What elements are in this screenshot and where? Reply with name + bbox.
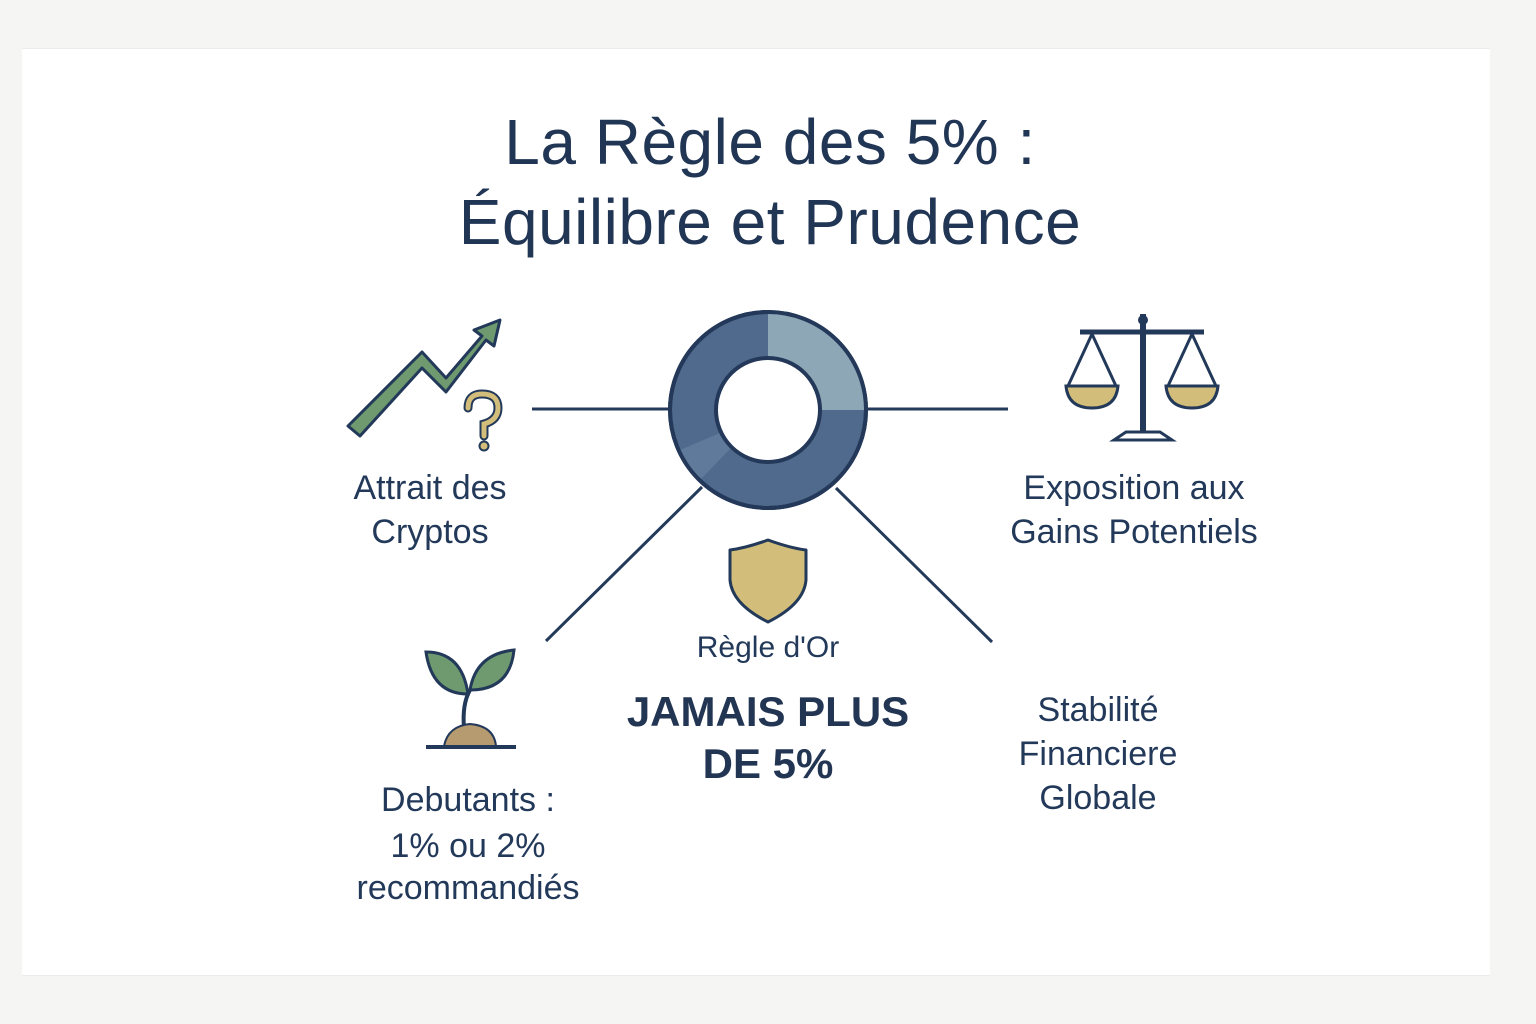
infographic-card <box>22 48 1490 976</box>
regle-headline-line-2: DE 5% <box>702 740 834 787</box>
attrait-label-line-1: Attrait des <box>353 469 507 507</box>
shield-icon <box>728 538 808 624</box>
exposition-label-line-1: Exposition aux <box>1023 469 1245 507</box>
debutants-label-line-1: Debutants : <box>381 781 555 819</box>
regle-label: Règle d'Or <box>696 631 840 664</box>
regle-headline-line-1: JAMAIS PLUS <box>626 688 910 735</box>
attrait-label-line-2: Cryptos <box>371 513 489 551</box>
title-line-1: La Règle des 5% : <box>504 106 1036 178</box>
balance-scale-icon <box>1064 314 1220 442</box>
sprout-icon <box>424 648 516 749</box>
stabilite-label-line-2: Financiere <box>1018 735 1178 773</box>
donut-ring-icon <box>668 310 868 510</box>
stabilite-label-line-3: Globale <box>1039 779 1157 817</box>
debutants-label-line-2: 1% ou 2% <box>390 827 546 865</box>
stabilite-label-line-1: Stabilité <box>1037 691 1159 729</box>
connector-bottom-right <box>834 486 994 644</box>
exposition-label-line-2: Gains Potentiels <box>1010 513 1258 551</box>
title-line-2: Équilibre et Prudence <box>458 186 1082 258</box>
debutants-label-line-3: recommandiés <box>356 869 580 907</box>
connector-bottom-left <box>544 485 704 643</box>
growth-arrow-question-icon <box>346 318 503 452</box>
